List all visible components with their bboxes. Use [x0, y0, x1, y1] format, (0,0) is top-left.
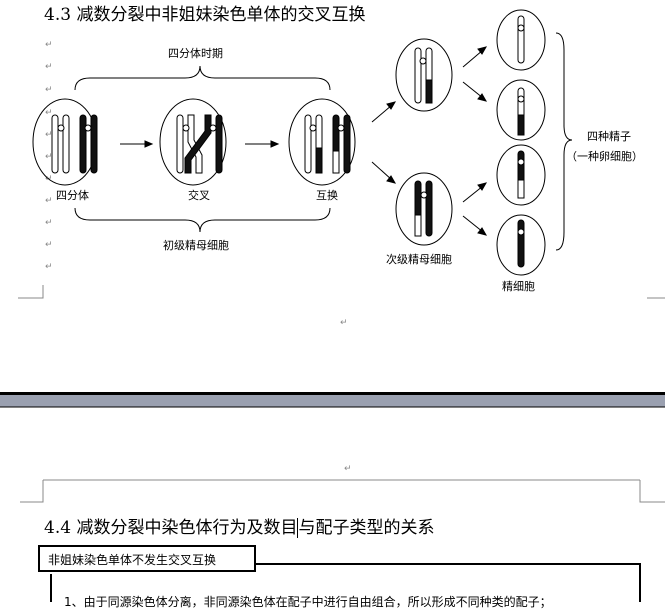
cell-crossover — [159, 98, 227, 186]
right-brace — [555, 32, 573, 251]
label-crossover: 交叉 — [188, 189, 210, 202]
label-four-sperm: 四种精子 — [587, 130, 631, 143]
cell-spermatid-1 — [496, 9, 546, 71]
paragraph-mark: ↵ — [45, 40, 53, 50]
paragraph-mark: ↵ — [340, 318, 348, 328]
label-primary-spermatocyte: 初级精母细胞 — [163, 239, 229, 252]
section-4-4-title: 4.4 减数分裂中染色体行为及数目与配子类型的关系 — [44, 518, 435, 538]
bottom-brace — [74, 207, 331, 233]
cell-exchange — [288, 98, 356, 186]
cell-spermatid-3 — [496, 144, 546, 206]
paragraph-mark: ↵ — [45, 85, 53, 95]
label-exchange: 互换 — [316, 189, 338, 202]
paragraph-mark: ↵ — [45, 218, 53, 228]
cell-spermatid-2 — [496, 79, 546, 141]
cell-spermatid-4 — [496, 214, 546, 276]
label-one-egg: （一种卵细胞） — [566, 150, 643, 163]
paragraph-mark: ↵ — [45, 262, 53, 272]
cell-secondary-2 — [395, 172, 453, 246]
top-brace — [74, 65, 331, 91]
cell-secondary-1 — [395, 38, 453, 112]
paragraph-mark: ↵ — [45, 108, 53, 118]
label-secondary-spermatocyte: 次级精母细胞 — [386, 253, 452, 266]
page-break-band — [0, 395, 665, 407]
paragraph-mark: ↵ — [45, 152, 53, 162]
paragraph-mark: ↵ — [45, 240, 53, 250]
label-tetrad: 四分体 — [56, 189, 89, 202]
label-tetrad-period: 四分体时期 — [168, 47, 223, 60]
paragraph-mark: ↵ — [45, 62, 53, 72]
callout-box: 非姐妹染色单体不发生交叉互换 — [38, 545, 256, 572]
paragraph-mark: ↵ — [45, 196, 53, 206]
label-spermatid: 精细胞 — [502, 280, 535, 293]
paragraph-mark: ↵ — [45, 130, 53, 140]
section-4-3-title: 4.3 减数分裂中非姐妹染色单体的交叉互换 — [44, 5, 366, 25]
paragraph-mark: ↵ — [344, 464, 352, 474]
